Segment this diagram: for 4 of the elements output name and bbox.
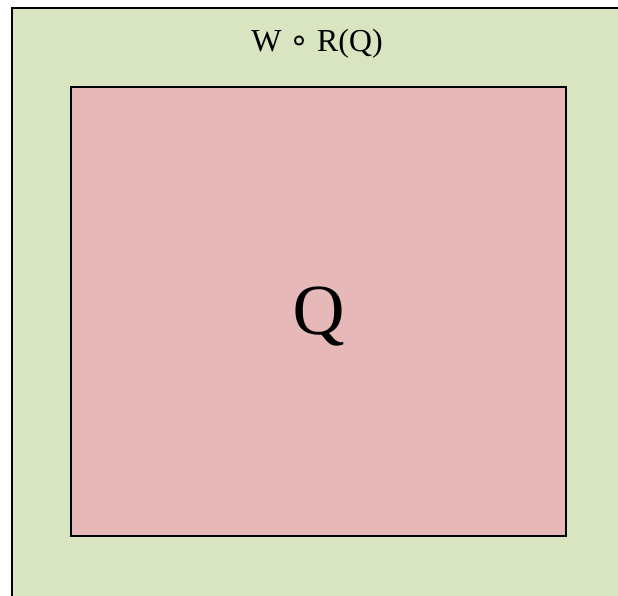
region-label: W ∘ R(Q) xyxy=(251,21,383,59)
region-label: Q xyxy=(292,268,344,352)
outer-region xyxy=(11,7,618,596)
inner-region xyxy=(70,86,567,537)
